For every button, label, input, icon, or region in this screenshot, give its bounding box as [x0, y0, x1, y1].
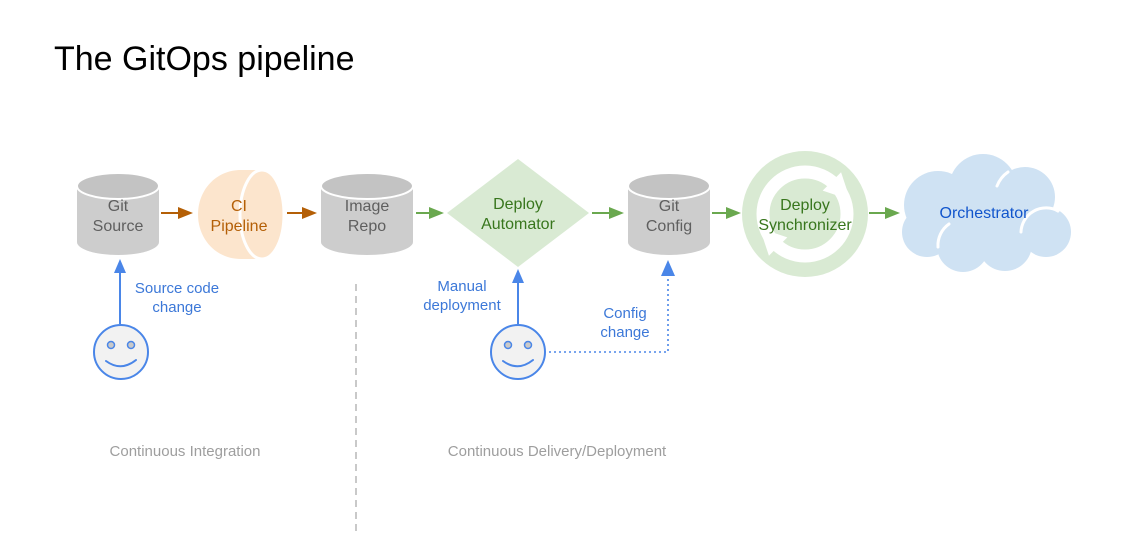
node-orchestrator: Orchestrator — [902, 154, 1071, 272]
cylinder-body — [321, 186, 413, 255]
node-label-line2: Automator — [481, 216, 555, 233]
section-label-ci: Continuous Integration — [110, 443, 261, 460]
node-label-line2: Source — [93, 218, 144, 235]
annotation-label-line1: Source code — [135, 280, 219, 297]
node-git-source: Git Source — [76, 172, 160, 255]
sync-icon — [756, 165, 854, 263]
annotation-label-line1: Config — [603, 305, 646, 322]
cloud-shape — [902, 154, 1071, 272]
cylinder-top — [76, 172, 160, 200]
annotation-label-line2: deployment — [423, 297, 501, 314]
page-title: The GitOps pipeline — [54, 40, 355, 78]
node-label-line2: Synchronizer — [758, 217, 852, 234]
node-deploy-automator: Deploy Automator — [447, 159, 589, 267]
node-image-repo: Image Repo — [320, 172, 414, 255]
cylinder-body — [77, 186, 159, 255]
node-label-line2: Config — [646, 218, 692, 235]
node-label-line2: Pipeline — [211, 218, 268, 235]
annotation-label-line1: Manual — [437, 278, 486, 295]
node-label-line2: Repo — [348, 218, 386, 235]
cylinder-body — [628, 186, 710, 255]
node-label-line1: Image — [345, 198, 390, 215]
diamond-shape — [447, 159, 589, 267]
annotation-source-code-change: Source code change — [93, 259, 219, 380]
annotation-config-change: Config change — [549, 260, 675, 353]
node-label-line1: Deploy — [493, 196, 543, 213]
annotation-manual-deployment: Manual deployment — [423, 269, 546, 380]
node-label-line1: Deploy — [780, 197, 830, 214]
node-label-line1: Git — [659, 198, 680, 215]
node-label-line1: Git — [108, 198, 129, 215]
h-cylinder-cap — [238, 168, 286, 261]
section-label-cd: Continuous Delivery/Deployment — [448, 443, 667, 460]
annotation-label-line2: change — [152, 299, 201, 316]
user-smiley-icon — [490, 324, 546, 380]
annotation-label-line2: change — [600, 324, 649, 341]
node-label: Orchestrator — [940, 205, 1030, 222]
node-git-config: Git Config — [627, 172, 711, 255]
node-label-line1: CI — [231, 198, 247, 215]
node-deploy-synchronizer: Deploy Synchronizer — [742, 151, 868, 277]
cylinder-top — [320, 172, 414, 200]
node-ci-pipeline: CI Pipeline — [198, 168, 286, 261]
arrowhead-config-change — [661, 260, 675, 276]
cylinder-top — [627, 172, 711, 200]
user-smiley-icon — [93, 324, 149, 380]
